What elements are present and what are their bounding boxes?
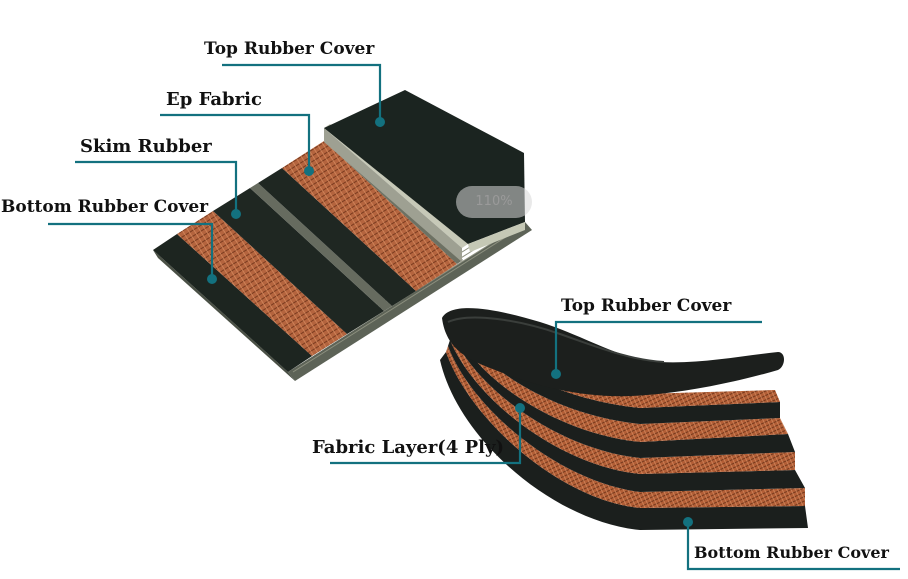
leader-bottom-rubber-cover-bottom (686, 523, 900, 571)
leader-dot (683, 517, 693, 527)
bottom-rubber-cover-strip (153, 234, 312, 372)
label-ep-fabric: Ep Fabric (166, 89, 262, 110)
fabric-ply-4 (446, 346, 805, 508)
leader-dot (304, 166, 314, 176)
fabric-strip-2 (250, 183, 392, 311)
leader-dots (207, 117, 693, 527)
leader-lines (48, 63, 900, 571)
label-top-rubber-cover-top: Top Rubber Cover (204, 39, 375, 59)
fabric-ply-2 (454, 322, 788, 442)
leader-top-rubber-cover-top (222, 63, 382, 121)
leader-ep-fabric (160, 113, 311, 170)
label-bottom-rubber-cover-bottom: Bottom Rubber Cover (694, 543, 889, 562)
belt-side-edge (288, 222, 532, 381)
fabric-strip-1 (177, 211, 347, 356)
leader-dot (231, 209, 241, 219)
top-rubber-cover-side (468, 222, 525, 252)
leader-skim-rubber (75, 160, 238, 213)
leader-fabric-layer (330, 409, 522, 465)
top-rubber-cover-step-side (324, 128, 462, 262)
ep-fabric-strip (282, 141, 457, 291)
leader-dot (551, 369, 561, 379)
leader-bottom-rubber-cover-top (48, 222, 214, 278)
skim-rubber-strip-2 (258, 168, 416, 306)
top-rubber-cover-highlight (447, 316, 665, 363)
skim-layer-3 (448, 340, 805, 492)
bottom-rubber-cover-layer (440, 352, 808, 530)
leader-dot (515, 403, 525, 413)
belt-side-edge-lower (153, 250, 295, 381)
skim-layer-2 (452, 328, 795, 458)
zoom-level-badge: 110% (456, 186, 532, 218)
leader-dot (375, 117, 385, 127)
fabric-ply-1 (458, 312, 780, 408)
skim-layer-1 (456, 316, 780, 424)
leader-top-rubber-cover-bottom (554, 320, 762, 373)
label-bottom-rubber-cover-top: Bottom Rubber Cover (1, 197, 209, 217)
label-top-rubber-cover-bottom: Top Rubber Cover (561, 296, 732, 316)
leader-dot (207, 274, 217, 284)
label-skim-rubber: Skim Rubber (80, 136, 212, 157)
label-fabric-layer: Fabric Layer(4 Ply) (312, 437, 504, 458)
ply-belt-illustration (440, 308, 808, 530)
skim-rubber-strip (213, 188, 384, 334)
fabric-ply-3 (450, 334, 795, 474)
